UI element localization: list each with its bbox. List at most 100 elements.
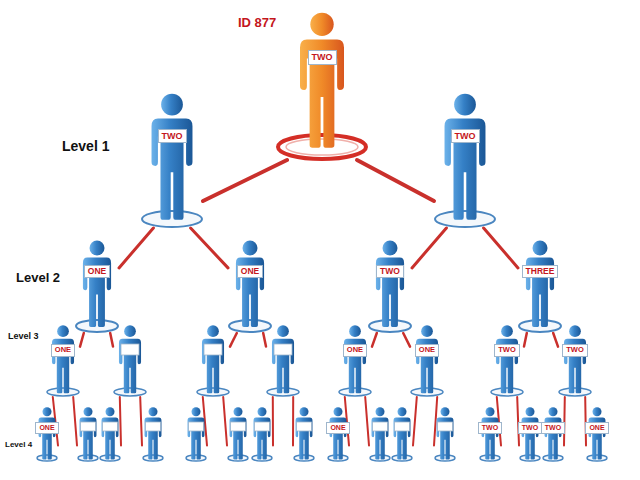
- person-figure: [372, 407, 389, 459]
- figure-drawing: [75, 240, 119, 333]
- member-figure: TWO: [368, 240, 412, 333]
- person-figure: [236, 240, 264, 327]
- blank-tags: [81, 344, 453, 431]
- person-figure: [145, 407, 162, 459]
- branch-line: [553, 333, 558, 347]
- person-figure: [344, 325, 366, 393]
- ring: [186, 455, 206, 461]
- branch-line: [484, 228, 518, 268]
- ring: [294, 455, 314, 461]
- person-figure: [437, 407, 454, 459]
- level-label: Level 4: [5, 440, 32, 449]
- figure-drawing: [368, 240, 412, 333]
- ring: [519, 320, 561, 332]
- branch-line: [412, 228, 446, 268]
- ring: [114, 388, 146, 396]
- ring: [587, 455, 607, 461]
- ring: [267, 388, 299, 396]
- member-figure: TWO: [519, 407, 541, 462]
- ring: [520, 455, 540, 461]
- person-figure: [300, 13, 344, 148]
- figure-drawing: [232, 8, 372, 160]
- person-figure: [202, 325, 224, 393]
- blank-tag: [146, 422, 161, 431]
- blank-tag: [373, 422, 388, 431]
- rank-tag: ONE: [237, 265, 263, 279]
- blank-tag: [103, 422, 118, 431]
- person-figure: [296, 407, 313, 459]
- rank-tag: TWO: [451, 129, 480, 143]
- ring: [543, 455, 563, 461]
- member-figure: THREE: [518, 240, 562, 333]
- ring: [411, 388, 443, 396]
- ring: [435, 455, 455, 461]
- level-label: Level 1: [62, 138, 109, 154]
- ring: [47, 388, 79, 396]
- ring: [252, 455, 272, 461]
- ring: [369, 320, 411, 332]
- member-figure: ONE: [327, 407, 349, 462]
- branch-line: [357, 160, 434, 201]
- ring: [143, 455, 163, 461]
- level-label: Level 2: [16, 271, 60, 286]
- rank-tag: TWO: [158, 129, 187, 143]
- branch-line: [365, 397, 369, 446]
- rank-tag: ONE: [326, 422, 349, 434]
- member-id: ID 877: [238, 16, 276, 31]
- figure-drawing: [542, 407, 564, 462]
- rank-tag: TWO: [478, 422, 502, 434]
- member-figure: TWO: [542, 407, 564, 462]
- branch-line: [413, 397, 417, 446]
- person-figure: [83, 240, 111, 327]
- ring: [491, 388, 523, 396]
- rank-tag: THREE: [522, 265, 559, 279]
- branch-line: [292, 397, 294, 446]
- blank-tag: [438, 422, 453, 431]
- figure-drawing: [518, 240, 562, 333]
- person-figure: [496, 325, 518, 393]
- person-figure: [80, 407, 97, 459]
- figure-drawing: [586, 407, 608, 462]
- blank-tag: [204, 344, 222, 355]
- ring: [328, 455, 348, 461]
- ring: [100, 455, 120, 461]
- person-figure: [188, 407, 205, 459]
- figure-drawing: [228, 240, 272, 333]
- member-figure: ONE: [46, 325, 80, 397]
- branch-line: [73, 397, 77, 446]
- rank-tag: TWO: [518, 422, 542, 434]
- branch-line: [120, 397, 121, 446]
- blank-tag: [231, 422, 246, 431]
- person-figure: [152, 94, 193, 220]
- person-figure: [254, 407, 271, 459]
- ring: [278, 135, 366, 159]
- ring: [76, 320, 118, 332]
- blank-tag: [274, 344, 292, 355]
- member-figure: ONE: [75, 240, 119, 333]
- ring: [197, 388, 229, 396]
- rank-tag: ONE: [415, 344, 439, 357]
- rank-tag: TWO: [562, 344, 588, 357]
- branch-line: [230, 333, 237, 347]
- branch-line: [223, 397, 227, 446]
- level-label: Level 3: [8, 331, 39, 341]
- branch-line: [203, 160, 287, 201]
- blank-tag: [395, 422, 410, 431]
- rank-tag: ONE: [51, 344, 75, 357]
- member-figure: TWO: [479, 407, 501, 462]
- figure-drawing: [327, 407, 349, 462]
- ring: [392, 455, 412, 461]
- figure-drawing: [519, 407, 541, 462]
- rank-tag: TWO: [494, 344, 520, 357]
- person-figure: [526, 240, 554, 327]
- member-figure: TWO: [558, 325, 592, 397]
- ring: [559, 388, 591, 396]
- blank-tag: [121, 344, 139, 355]
- figure-drawing: [338, 325, 372, 397]
- person-figure: [564, 325, 586, 393]
- ring: [435, 211, 495, 227]
- rank-tag: ONE: [84, 265, 110, 279]
- rank-tag: TWO: [376, 265, 404, 279]
- branch-line: [80, 333, 84, 347]
